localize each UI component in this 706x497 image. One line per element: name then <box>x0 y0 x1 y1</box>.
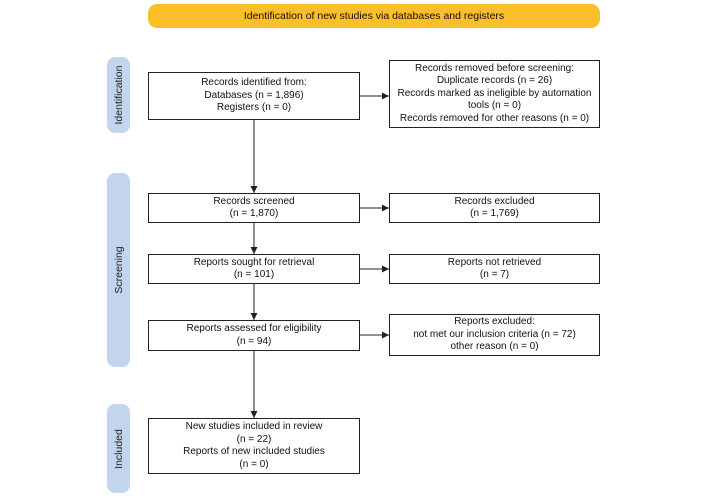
line: Records marked as ineligible by automati… <box>397 87 592 99</box>
box-reports-assessed: Reports assessed for eligibility (n = 94… <box>148 320 360 351</box>
box-records-removed: Records removed before screening: Duplic… <box>389 60 600 128</box>
line: Reports not retrieved <box>447 256 542 268</box>
box-reports-sought: Reports sought for retrieval (n = 101) <box>148 254 360 284</box>
phase-screening: Screening <box>107 173 130 367</box>
line: Records identified from: <box>201 77 307 89</box>
line: Reports sought for retrieval <box>193 256 315 268</box>
header-banner: Identification of new studies via databa… <box>148 4 600 28</box>
line: Reports of new included studies <box>183 446 325 457</box>
line: (n = 101) <box>233 269 275 280</box>
line: New studies included in review <box>185 421 323 432</box>
line: Records screened <box>213 195 295 207</box>
phase-identification: Identification <box>107 57 130 133</box>
line: (n = 22) <box>236 433 272 445</box>
phase-included: Included <box>107 404 130 493</box>
line: (n = 94) <box>236 335 272 347</box>
line: Registers (n = 0) <box>216 102 292 114</box>
line: Duplicate records (n = 26) <box>436 75 553 87</box>
box-records-excluded: Records excluded (n = 1,769) <box>389 193 600 223</box>
line: Records removed before screening: <box>415 62 574 74</box>
box-reports-excluded: Reports excluded: not met our inclusion … <box>389 314 600 356</box>
box-records-identified: Records identified from: Databases (n = … <box>148 72 360 120</box>
line: Reports excluded: <box>454 316 535 328</box>
box-studies-included: New studies included in review (n = 22) … <box>148 418 360 474</box>
line: Databases (n = 1,896) <box>204 89 304 101</box>
line: (n = 7) <box>479 269 510 280</box>
header-title: Identification of new studies via databa… <box>243 10 505 22</box>
line: (n = 1,769) <box>470 208 519 219</box>
line: Reports assessed for eligibility <box>186 323 322 334</box>
box-records-screened: Records screened (n = 1,870) <box>148 193 360 223</box>
line: Records removed for other reasons (n = 0… <box>399 112 590 124</box>
box-reports-not-retrieved: Reports not retrieved (n = 7) <box>389 254 600 284</box>
line: not met our inclusion criteria (n = 72) <box>413 328 576 340</box>
line: (n = 0) <box>239 458 269 470</box>
line: (n = 1,870) <box>229 208 279 219</box>
line: tools (n = 0) <box>467 100 522 112</box>
line: other reason (n = 0) <box>450 341 539 353</box>
line: Records excluded <box>454 195 535 207</box>
